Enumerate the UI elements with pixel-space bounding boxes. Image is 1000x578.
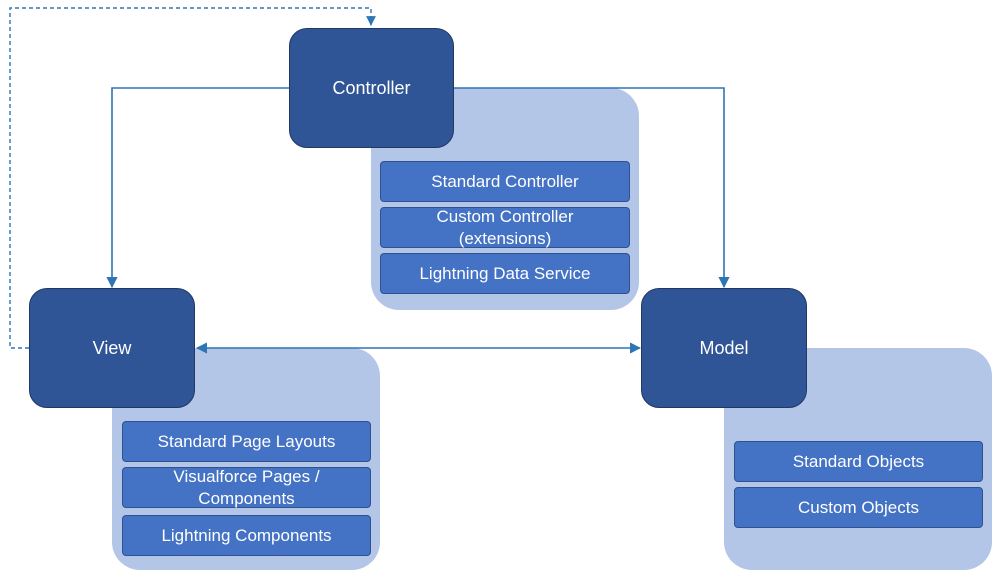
view-to-controller-dashed-arrow — [9, 7, 376, 349]
controller-to-model-arrow — [454, 87, 730, 289]
controller-node: Controller — [289, 28, 454, 148]
view-item: Standard Page Layouts — [122, 421, 371, 462]
model-item: Standard Objects — [734, 441, 983, 482]
controller-item: Standard Controller — [380, 161, 630, 202]
view-item: Lightning Components — [122, 515, 371, 556]
view-item: Visualforce Pages / Components — [122, 467, 371, 508]
view-label: View — [92, 337, 132, 358]
controller-item: Custom Controller (extensions) — [380, 207, 630, 248]
controller-to-view-arrow — [106, 87, 289, 289]
model-item: Custom Objects — [734, 487, 983, 528]
view-node: View — [29, 288, 195, 408]
model-label: Model — [699, 337, 749, 358]
model-node: Model — [641, 288, 807, 408]
controller-label: Controller — [332, 77, 411, 98]
controller-item: Lightning Data Service — [380, 253, 630, 294]
